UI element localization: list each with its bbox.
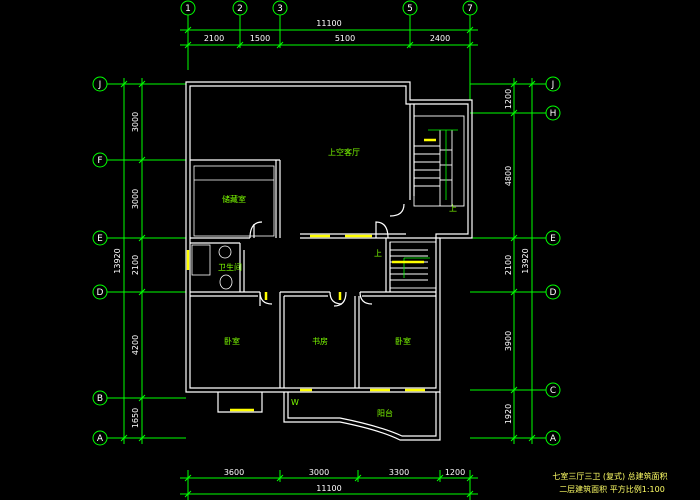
room-bedroom-right: 卧室 (395, 336, 411, 346)
upper-stair (413, 115, 465, 207)
axis-top-1: 1 (185, 4, 191, 14)
axis-right-d: D (550, 288, 557, 298)
axis-right-a: A (550, 434, 557, 444)
dim-left-4: 4200 (131, 335, 140, 355)
stair-up-label-2: 上 (374, 249, 382, 258)
axis-left-a: A (97, 434, 104, 444)
w-mark: W (291, 398, 299, 407)
dim-left-total: 13920 (113, 248, 122, 273)
left-axes (92, 76, 186, 446)
axis-right-e: E (550, 234, 556, 244)
axis-left-f: F (97, 156, 102, 166)
dim-bottom-3: 3300 (389, 468, 409, 477)
dim-bottom-4: 1200 (445, 468, 465, 477)
dim-top-1: 2100 (204, 34, 224, 43)
room-storage: 储藏室 (222, 194, 246, 204)
dim-right-4: 3900 (504, 331, 513, 351)
lower-stair (389, 241, 437, 289)
axis-right-j: J (551, 80, 555, 90)
axis-left-e: E (97, 234, 103, 244)
axis-top-7: 7 (467, 4, 473, 14)
dim-bottom-1: 3600 (224, 468, 244, 477)
dim-left-2: 3000 (131, 189, 140, 209)
axis-right-c: C (550, 386, 556, 396)
room-bedroom-left: 卧室 (224, 336, 240, 346)
axis-left-j: J (98, 80, 102, 90)
dim-right-1: 1200 (504, 89, 513, 109)
dim-bottom-total: 11100 (316, 484, 341, 493)
dim-right-3: 2100 (504, 255, 513, 275)
room-upper-hall: 上空客厅 (328, 147, 360, 157)
right-axes (470, 76, 561, 446)
dim-top-2: 1500 (250, 34, 270, 43)
axis-left-b: B (97, 394, 103, 404)
drawing-title: 七室三厅三卫 (复式) 总建筑面积 (552, 471, 667, 481)
axis-top-3: 3 (277, 4, 283, 14)
axis-right-h: H (550, 109, 557, 119)
dim-bottom-2: 3000 (309, 468, 329, 477)
dim-right-2: 4800 (504, 166, 513, 186)
axis-top-5: 5 (407, 4, 413, 14)
dim-left-1: 3000 (131, 112, 140, 132)
dim-top-4: 2400 (430, 34, 450, 43)
room-bathroom: 卫生间 (218, 262, 242, 272)
dim-top-total: 11100 (316, 19, 341, 28)
walls (185, 81, 473, 441)
bottom-dims (180, 470, 478, 500)
bathroom-fixtures (191, 165, 275, 290)
top-axes (180, 0, 478, 100)
room-balcony: 阳台 (377, 408, 393, 418)
room-study: 书房 (312, 336, 328, 346)
axis-left-d: D (97, 288, 104, 298)
dim-left-5: 1650 (131, 408, 140, 428)
dim-right-total: 13920 (521, 248, 530, 273)
dim-left-3: 2100 (131, 255, 140, 275)
dim-top-3: 5100 (335, 34, 355, 43)
stair-up-label: 上 (449, 204, 457, 213)
drawing-subtitle: 二层建筑面积 平方比例1:100 (559, 484, 665, 494)
axis-top-2: 2 (237, 4, 243, 14)
windows (186, 138, 436, 412)
dim-right-5: 1920 (504, 404, 513, 424)
